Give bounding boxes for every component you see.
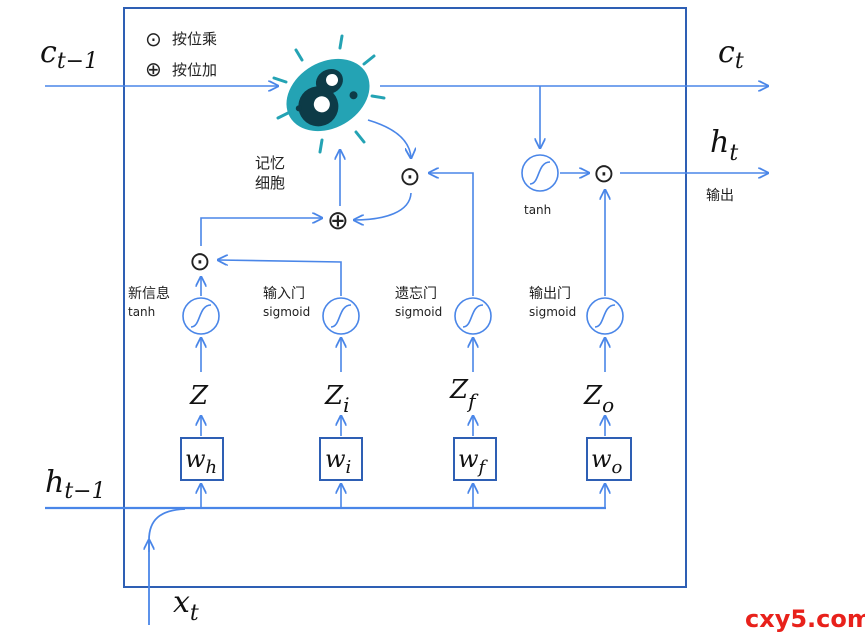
w-box-output [586,437,632,481]
memory-cell-label-1: 记忆 [255,154,285,172]
forget-gate-act: sigmoid [395,305,442,319]
z-label-output: Zo [583,381,614,417]
forget-mul-op: ⊙ [399,162,421,192]
sigma-node-input [322,297,360,335]
input-gate-name: 输入门 [263,286,305,302]
forget-sigmoid-to-mul [429,173,474,296]
sigma-node-forget [454,297,492,335]
sigma-node-newinfo [182,297,220,335]
legend-mul-symbol: ⊙ [145,27,162,51]
z-label-forget: Zf [449,375,479,413]
newinfo-mul-op: ⊙ [189,247,211,277]
w-box-newinfo [180,437,224,481]
cell-add-op: ⊕ [327,206,349,236]
output-label: 输出 [706,188,734,204]
output-mul-op: ⊙ [593,159,615,189]
bacteria-icon [272,34,386,154]
w-label-input: wi [325,445,351,478]
cell-to-forget-mul [367,119,411,158]
w-box-forget [453,437,497,481]
newinfo-gate-act: tanh [128,305,155,319]
watermark: cxy5.com [745,605,865,633]
memory-cell-label-2: 细胞 [255,174,285,192]
newinfo-mul-to-add [200,218,322,246]
c-prev-label: ct−1 [40,35,98,74]
z-label-newinfo: Z [189,381,209,411]
legend-add-symbol: ⊕ [145,57,162,81]
output-gate-act: sigmoid [529,305,576,319]
forget-gate-name: 遗忘门 [395,286,437,302]
legend-add-label: 按位加 [172,61,217,79]
sigma-node-output [586,297,624,335]
legend: ⊙ 按位乘 ⊕ 按位加 [145,27,217,81]
input-gate-act: sigmoid [263,305,310,319]
legend-mul-label: 按位乘 [172,30,217,48]
connections [45,86,768,625]
input-to-newinfo-mul [218,260,342,296]
forget-mul-to-add [354,192,412,220]
w-label-newinfo: wh [185,445,217,478]
z-label-input: Zi [324,381,349,417]
tanh-output-node [521,154,559,192]
x-t-label: xt [173,585,199,626]
w-box-input [319,437,363,481]
lstm-frame [123,7,687,588]
c-next-label: ct [718,35,744,74]
newinfo-gate-name: 新信息 [128,285,170,302]
output-gate-name: 输出门 [529,286,571,302]
w-label-output: wo [591,445,623,478]
h-prev-label: ht−1 [45,465,106,504]
h-next-label: ht [710,125,738,166]
tanh-output-label: tanh [524,203,551,217]
